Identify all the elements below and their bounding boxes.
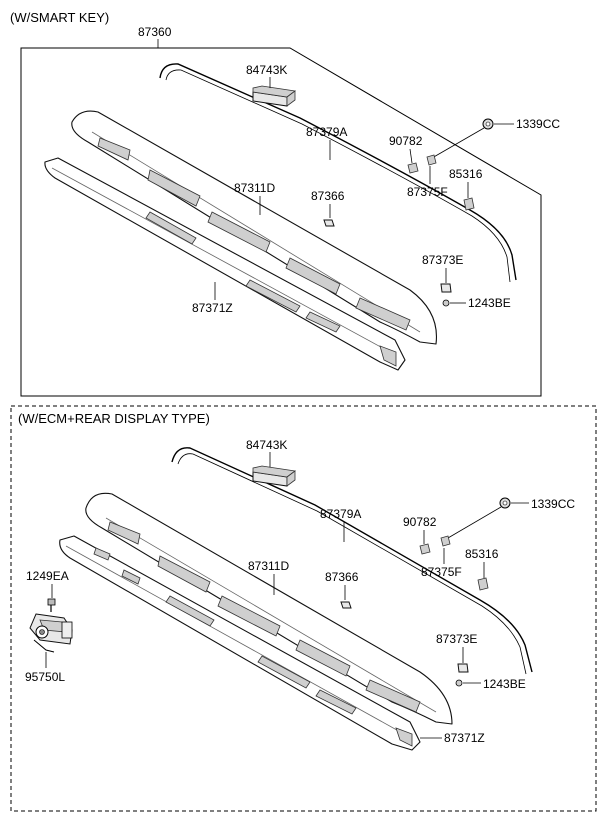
- label-pad: 87366: [311, 189, 345, 203]
- screw: [442, 299, 450, 307]
- assembly-frame: [20, 47, 542, 397]
- weatherstrip: [171, 447, 533, 675]
- screw: [455, 679, 463, 687]
- section-frame-dashed: [10, 405, 597, 812]
- spoiler: [59, 535, 421, 751]
- label-garnish: 87311D: [234, 181, 275, 195]
- label-fastener: 85316: [449, 167, 483, 181]
- assembly-number: 87360: [138, 25, 172, 39]
- label-cam-bolt: 1249EA: [26, 569, 69, 583]
- label-camera: 95750L: [25, 670, 65, 684]
- seal-block: [252, 465, 297, 487]
- label-screw: 1243BE: [468, 296, 511, 310]
- clip-a: [419, 543, 431, 555]
- nut-axis-line: [431, 127, 485, 159]
- garnish: [71, 110, 438, 345]
- label-bracket: 87373E: [422, 253, 463, 267]
- label-seal-block: 84743K: [246, 438, 287, 452]
- bracket: [440, 283, 452, 293]
- label-clip-a: 90782: [403, 515, 437, 529]
- label-pad: 87366: [325, 570, 359, 584]
- label-garnish: 87311D: [248, 559, 289, 573]
- label-fastener: 85316: [465, 547, 499, 561]
- label-clip-b: 87375F: [407, 185, 448, 199]
- rear-camera: [29, 613, 73, 653]
- label-clip-a: 90782: [389, 134, 423, 148]
- fastener: [463, 197, 475, 211]
- label-spoiler: 87371Z: [444, 731, 485, 745]
- label-weatherstrip: 87379A: [320, 507, 361, 521]
- bracket: [457, 663, 469, 673]
- section-caption: (W/ECM+REAR DISPLAY TYPE): [18, 411, 210, 426]
- clip-a: [407, 162, 419, 174]
- clip-b: [426, 154, 437, 166]
- weatherstrip: [159, 63, 517, 283]
- pad: [340, 601, 352, 609]
- nut: [499, 497, 511, 509]
- nut-axis-line: [447, 506, 502, 539]
- camera-bolt: [47, 598, 56, 612]
- section-caption: (W/SMART KEY): [10, 10, 109, 25]
- pad: [323, 219, 335, 227]
- label-seal-block: 84743K: [246, 63, 287, 77]
- seal-block: [252, 85, 297, 107]
- spoiler: [44, 157, 406, 371]
- section-ecm-rear-display: (W/ECM+REAR DISPLAY TYPE) 84743K 87311D: [10, 405, 597, 812]
- garnish: [85, 492, 453, 725]
- label-spoiler: 87371Z: [192, 301, 233, 315]
- label-nut: 1339CC: [516, 117, 560, 131]
- label-nut: 1339CC: [531, 497, 575, 511]
- nut: [482, 118, 494, 130]
- clip-b: [440, 535, 451, 547]
- leader-clip-a: [409, 148, 413, 164]
- section-smart-key: (W/SMART KEY) 87360 84743K 87311D: [10, 10, 560, 397]
- label-weatherstrip: 87379A: [306, 125, 347, 139]
- label-bracket: 87373E: [436, 632, 477, 646]
- label-screw: 1243BE: [483, 677, 526, 691]
- label-clip-b: 87375F: [421, 565, 462, 579]
- fastener: [477, 577, 489, 591]
